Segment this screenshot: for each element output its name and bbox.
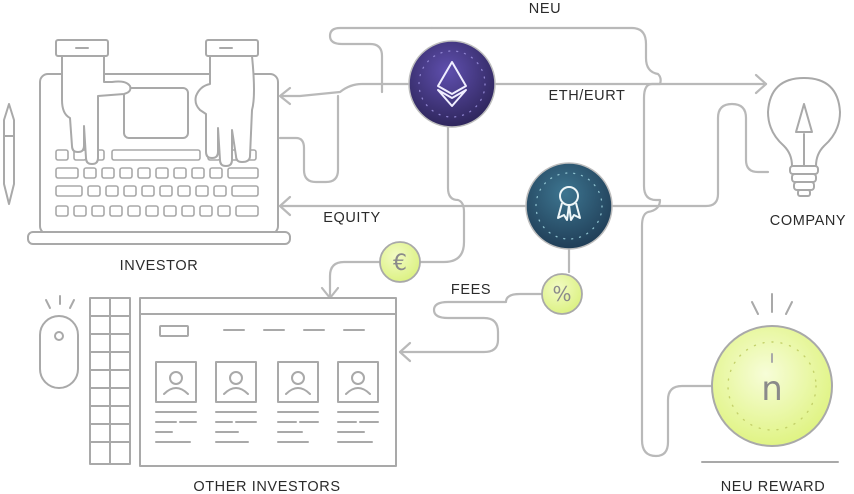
investor-label: INVESTOR <box>120 258 199 274</box>
right-hand-icon <box>194 39 259 167</box>
pen-icon <box>3 103 15 205</box>
eth-down-line <box>418 124 466 264</box>
company-label: COMPANY <box>770 213 846 229</box>
neu-flow-line <box>328 26 434 94</box>
profile-cards <box>155 361 379 443</box>
award-ribbon-icon <box>557 186 581 221</box>
eth-badge <box>408 40 496 128</box>
euro-icon: € <box>393 251 407 276</box>
percent-icon: % <box>552 282 571 306</box>
company-to-equity-line <box>610 102 770 208</box>
company-bulb-icon <box>767 77 841 197</box>
eth-to-investor-arrow <box>278 86 292 106</box>
neu-top-line <box>430 26 714 458</box>
mouse-icon <box>39 295 79 389</box>
neu-reward-label: NEU REWARD <box>721 479 826 494</box>
profile-card <box>215 361 257 443</box>
keyboard-tower-icon <box>89 297 131 465</box>
equity-arrow <box>278 195 292 217</box>
keyboard <box>55 149 259 217</box>
euro-to-others-line <box>328 260 382 298</box>
profile-card <box>337 361 379 443</box>
fees-arrow <box>398 341 412 363</box>
neu-icon: n <box>761 369 783 409</box>
investor-loop-line <box>278 94 340 184</box>
flow-lines <box>278 26 770 458</box>
investor-laptop <box>3 39 291 245</box>
left-hand-icon <box>55 39 132 165</box>
euro-token: € <box>379 241 421 283</box>
ethereum-icon <box>437 61 467 107</box>
other-investors-computer <box>39 295 397 467</box>
profile-card <box>277 361 319 443</box>
neu-label: NEU <box>529 1 561 17</box>
profile-card <box>155 361 197 443</box>
equity-badge <box>525 162 613 250</box>
eth-to-investor-line <box>280 82 412 98</box>
neu-reward-token: n <box>701 293 839 463</box>
fees-token: % <box>541 273 583 315</box>
equity-label: EQUITY <box>323 210 381 226</box>
eth-eurt-label: ETH/EURT <box>548 88 625 104</box>
browser-window <box>139 297 397 467</box>
other-investors-label: OTHER INVESTORS <box>193 479 340 494</box>
eth-to-company-arrow <box>754 73 768 95</box>
labels: NEU ETH/EURT EQUITY FEES INVESTOR COMPAN… <box>120 1 846 494</box>
fees-label: FEES <box>451 282 491 298</box>
fees-loop-line <box>398 292 544 354</box>
